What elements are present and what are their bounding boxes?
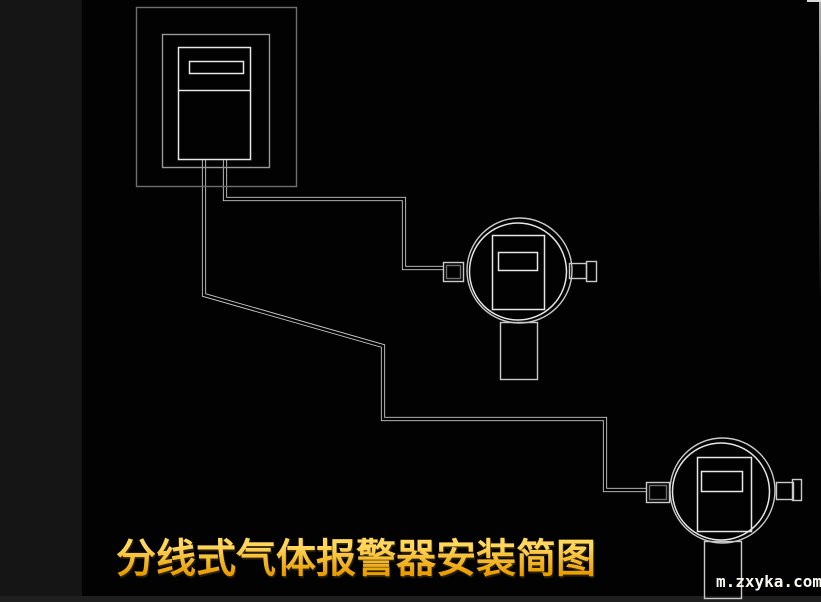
detector-1-left-cable-gland xyxy=(442,261,465,283)
detector-2-left-cable-gland-inner xyxy=(648,484,668,501)
gas-detector-2 xyxy=(645,437,803,600)
detector-1-display xyxy=(497,251,539,272)
page-title: 分线式气体报警器安装简图 xyxy=(116,537,596,581)
detector-1-left-cable-gland-inner xyxy=(445,264,462,280)
alarm-controller xyxy=(135,6,298,188)
detector-2-right-gland-cap xyxy=(791,478,803,502)
controller-unit-body xyxy=(177,46,252,161)
detector-2-body xyxy=(696,456,753,533)
bottom-dark-strip xyxy=(0,596,821,602)
wire-path-core xyxy=(223,160,443,270)
wire-path xyxy=(222,160,443,271)
detector-1-sensor-tube xyxy=(499,321,539,381)
detector-1-body xyxy=(491,234,546,311)
detector-2-left-cable-gland xyxy=(645,481,671,504)
top-right-edge-highlight xyxy=(807,0,821,2)
controller-inner-enclosure xyxy=(161,33,271,169)
left-dark-panel xyxy=(0,0,82,602)
watermark-text: m.zxyka.com xyxy=(716,572,821,591)
wire-controller-to-detector-2 xyxy=(201,160,646,493)
controller-outer-enclosure xyxy=(135,6,298,188)
right-edge-highlight xyxy=(819,0,821,300)
detector-2-right-cable-gland xyxy=(775,481,795,501)
detector-2-display xyxy=(700,470,744,493)
detector-2-sensor-tube xyxy=(703,540,743,600)
detector-1-right-gland-cap xyxy=(585,260,598,283)
gas-detector-1 xyxy=(442,217,598,381)
wire-path xyxy=(201,160,646,493)
controller-display xyxy=(188,60,245,75)
detector-2-housing-outer xyxy=(669,437,776,544)
wire-controller-to-detector-1 xyxy=(222,160,443,271)
detector-1-housing-inner xyxy=(468,222,568,321)
detector-2-housing-inner xyxy=(671,442,771,541)
wire-path-core xyxy=(202,160,646,492)
